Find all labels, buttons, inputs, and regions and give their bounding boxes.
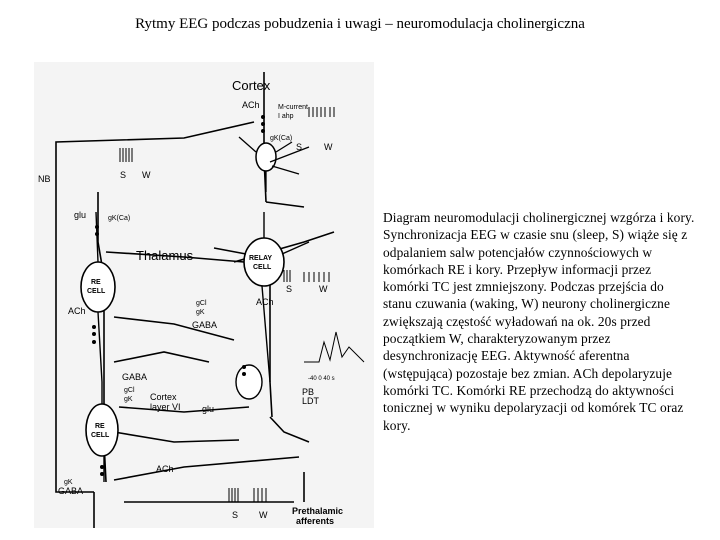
re-cell-bottom-label-2: CELL	[91, 432, 110, 439]
ach-bottom-label: ACh	[156, 464, 174, 474]
gk-bottom-label: gK	[64, 479, 73, 486]
i-ahp-label: I ahp	[278, 113, 294, 120]
cortex-layer-label-2: layer VI	[150, 402, 181, 412]
w-label-afferent: W	[259, 510, 268, 520]
relay-cell-label-2: CELL	[253, 264, 272, 271]
cortex-layer-vi-cell	[235, 364, 263, 400]
re-cell-top	[80, 211, 116, 383]
s-label-cortex: S	[296, 142, 302, 152]
w-label-nb: W	[142, 170, 151, 180]
gaba-bottom-label: GABA	[58, 486, 83, 496]
thalamus-label: Thalamus	[136, 248, 194, 263]
s-label-afferent: S	[232, 510, 238, 520]
w-label-thal: W	[319, 284, 328, 294]
spike-trains	[119, 107, 365, 502]
cholinergic-neuromodulation-diagram: Cortex Thalamus RELAY CELL RE CELL RE CE…	[34, 62, 374, 528]
gk-label: gK	[196, 309, 205, 316]
s-label-nb: S	[120, 170, 126, 180]
nb-label: NB	[38, 174, 51, 184]
ach-relay-label: ACh	[256, 297, 274, 307]
ach-top-label: ACh	[242, 100, 260, 110]
pb-label: PB	[302, 387, 314, 397]
gcl-label: gCl	[196, 300, 207, 307]
w-label-cortex: W	[324, 142, 333, 152]
afferents-label: afferents	[296, 516, 334, 526]
gaba-relay-label: GABA	[192, 320, 217, 330]
prethalamic-label: Prethalamic	[292, 506, 343, 516]
cortex-label: Cortex	[232, 78, 271, 93]
gk-ca-thal-label: gK(Ca)	[108, 215, 130, 222]
glu-label-right: glu	[202, 404, 214, 414]
glu-label-left: glu	[74, 210, 86, 220]
gcl-left-label: gCl	[124, 387, 135, 394]
gk-ca-top-label: gK(Ca)	[270, 135, 292, 142]
gk-left-label: gK	[124, 396, 133, 403]
re-cell-bottom-label: RE	[95, 423, 105, 430]
ach-left-label: ACh	[68, 306, 86, 316]
re-cell-top-label-2: CELL	[87, 288, 106, 295]
diagram-description: Diagram neuromodulacji cholinergicznej w…	[383, 210, 695, 433]
slide-title: Rytmy EEG podczas pobudzenia i uwagi – n…	[135, 16, 585, 32]
cortex-pyramidal-cell	[238, 136, 310, 192]
gaba-left-label: GABA	[122, 372, 147, 382]
cortex-layer-label: Cortex	[150, 392, 177, 402]
relay-cell-label: RELAY	[249, 255, 272, 262]
re-cell-top-label: RE	[91, 279, 101, 286]
relay-cell	[213, 212, 310, 383]
ldt-label: LDT	[302, 396, 320, 406]
time-axis-label: -40 0 40 s	[308, 376, 335, 382]
s-label-thal: S	[286, 284, 292, 294]
re-cell-bottom	[85, 382, 119, 482]
m-current-label: M-current	[278, 104, 308, 111]
